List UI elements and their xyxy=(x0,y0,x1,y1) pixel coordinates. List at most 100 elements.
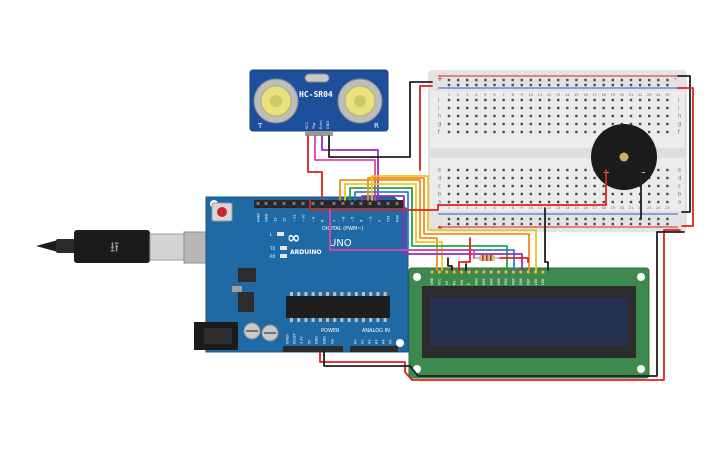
digital-header xyxy=(254,200,404,208)
usb-symbol-icon: ⭿ xyxy=(110,240,119,256)
breadboard-hole xyxy=(584,168,587,172)
breadboard-row-label: h xyxy=(438,114,441,120)
breadboard-column-label: 15 xyxy=(574,206,578,210)
breadboard-column-label: 17 xyxy=(592,206,596,210)
rail-hole xyxy=(520,83,523,87)
digital-pin-hole xyxy=(264,202,268,205)
wire xyxy=(447,257,453,271)
chip-leg xyxy=(362,292,365,296)
breadboard-column-label: 16 xyxy=(583,93,587,97)
digital-pin-label: AREF xyxy=(257,213,261,222)
breadboard-hole xyxy=(456,192,460,196)
breadboard-hole xyxy=(666,114,669,118)
breadboard-column-label: 24 xyxy=(656,93,661,97)
breadboard-row-label: e xyxy=(438,168,441,174)
breadboard-hole xyxy=(547,200,551,204)
breadboard-hole xyxy=(557,184,560,188)
breadboard-bottom-rail xyxy=(429,211,686,231)
breadboard-hole xyxy=(511,176,514,180)
breadboard-hole xyxy=(502,192,505,196)
chip-leg xyxy=(347,292,351,296)
rail-hole xyxy=(557,83,560,87)
breadboard-hole xyxy=(566,106,569,110)
wire xyxy=(499,257,529,263)
resistor-band-1 xyxy=(482,255,484,261)
reset-button-cap[interactable] xyxy=(217,207,227,217)
wire xyxy=(458,237,471,271)
breadboard-hole xyxy=(620,200,624,204)
rail-hole xyxy=(611,78,614,82)
led-rx xyxy=(280,254,287,258)
breadboard-hole xyxy=(447,130,451,134)
lcd-pin xyxy=(540,269,546,275)
chip-leg xyxy=(340,318,344,322)
breadboard-hole xyxy=(520,200,523,204)
breadboard-hole xyxy=(475,168,478,172)
chip-leg xyxy=(326,292,329,296)
breadboard-hole xyxy=(484,176,487,180)
breadboard-hole xyxy=(456,114,460,118)
breadboard: 1122334455667788991010111112121313141415… xyxy=(428,70,687,232)
breadboard-hole xyxy=(538,98,542,102)
breadboard-hole xyxy=(666,192,669,196)
rail-hole xyxy=(484,222,487,226)
breadboard-hole xyxy=(466,168,469,172)
breadboard-hole xyxy=(447,168,451,172)
breadboard-hole xyxy=(657,184,660,188)
breadboard-column-label: 3 xyxy=(466,206,468,210)
breadboard-column-label: 4 xyxy=(475,206,478,210)
wire xyxy=(339,179,438,271)
breadboard-hole xyxy=(566,130,569,134)
breadboard-hole xyxy=(620,122,624,126)
analog-pin-label: A1 xyxy=(361,340,365,344)
digital-pin-hole xyxy=(311,202,315,205)
chip-leg xyxy=(333,292,337,296)
rail-hole xyxy=(638,222,642,226)
breadboard-hole xyxy=(593,122,596,126)
wire xyxy=(319,229,681,381)
rail-hole xyxy=(584,83,587,87)
chip-leg xyxy=(369,292,373,296)
rail-hole xyxy=(557,222,560,226)
breadboard-column-label: 1 xyxy=(448,206,450,210)
chip-leg xyxy=(304,292,308,296)
lcd-pin-label: GND xyxy=(430,277,434,285)
breadboard-column-label: 7 xyxy=(502,93,504,97)
breadboard-hole xyxy=(666,200,669,204)
rail-hole xyxy=(593,78,596,82)
breadboard-hole xyxy=(456,130,460,134)
led-label-tx: TX xyxy=(269,246,275,251)
breadboard-hole xyxy=(547,122,551,126)
digital-pin-label: ~11 xyxy=(293,214,297,222)
sensor-pin-label-trig: Trig xyxy=(312,123,316,130)
breadboard-hole xyxy=(584,114,587,118)
breadboard-hole xyxy=(466,106,469,110)
digital-pin-label: 8 xyxy=(321,219,325,222)
breadboard-hole xyxy=(629,98,633,102)
breadboard-hole xyxy=(447,176,451,180)
breadboard-hole xyxy=(638,114,642,118)
breadboard-hole xyxy=(575,130,578,134)
rail-hole xyxy=(547,222,551,226)
rail-hole xyxy=(602,78,605,82)
breadboard-hole xyxy=(657,106,660,110)
rail-hole xyxy=(602,222,605,226)
chip-leg xyxy=(290,292,293,296)
wire xyxy=(419,85,433,171)
breadboard-hole xyxy=(529,192,533,196)
breadboard-hole xyxy=(529,168,533,172)
breadboard-hole xyxy=(466,122,469,126)
digital-pin-hole xyxy=(359,202,363,205)
wire xyxy=(677,87,694,227)
rail-hole xyxy=(493,78,496,82)
breadboard-column-label: 18 xyxy=(601,206,605,210)
breadboard-column-label: 15 xyxy=(574,93,578,97)
rail-hole xyxy=(575,78,578,82)
rail-hole xyxy=(547,83,551,87)
chip-leg xyxy=(340,292,344,296)
breadboard-column-label: 22 xyxy=(638,93,642,97)
power-pin-label: IOREF xyxy=(286,334,290,344)
ultrasonic-sensor: HC-SR04 T R VCC Trig Echo GND xyxy=(249,69,389,136)
rail-hole xyxy=(584,78,587,82)
rail-hole xyxy=(484,78,487,82)
